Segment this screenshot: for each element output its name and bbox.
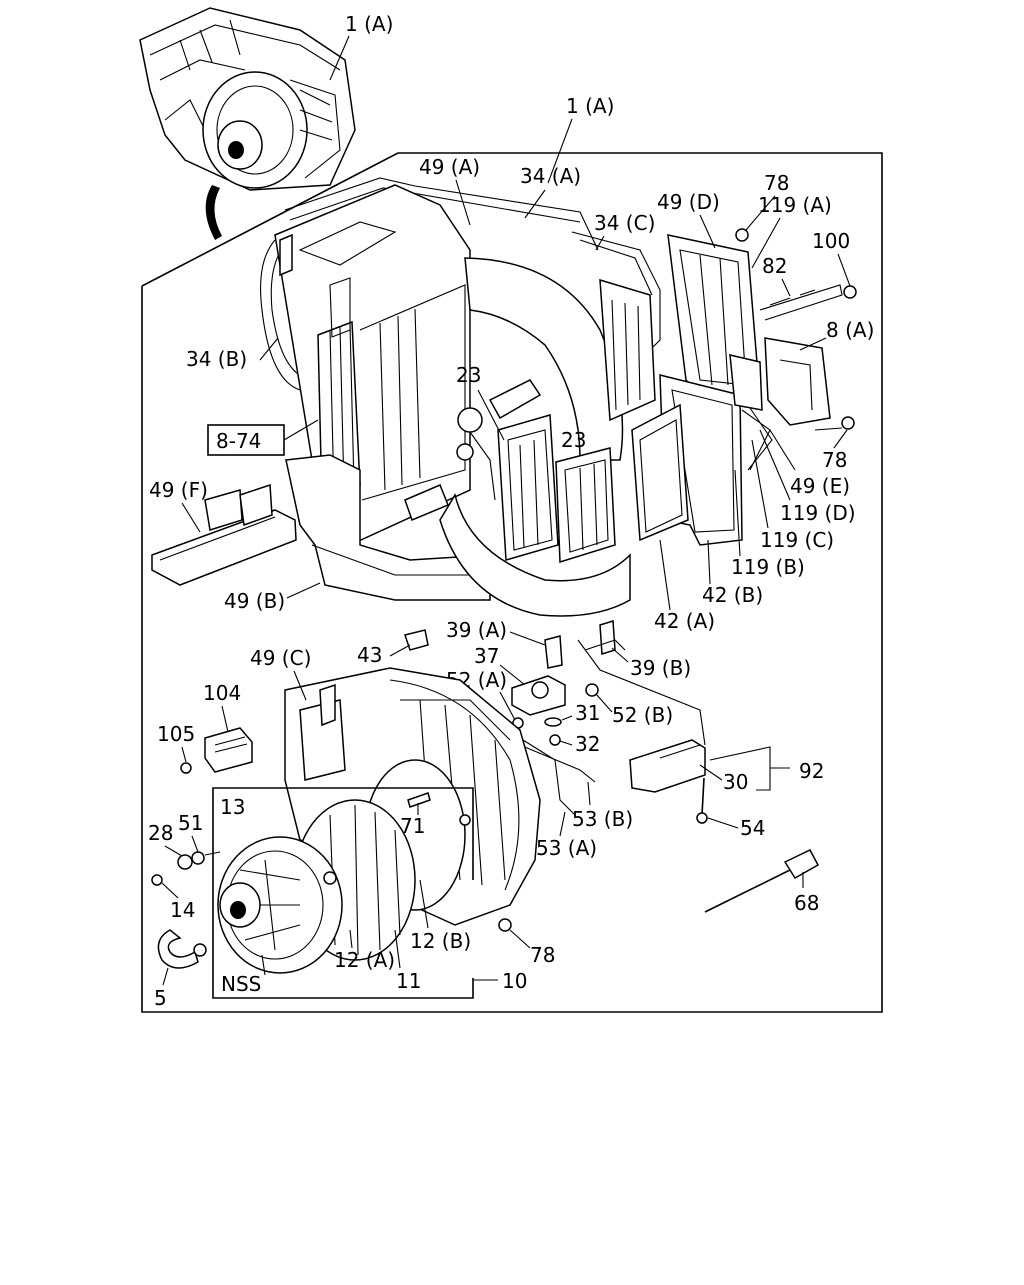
callout-8-74: 8-74: [216, 429, 261, 453]
callout-30: 30: [723, 770, 748, 794]
callout-119d: 119 (D): [780, 501, 856, 525]
callout-49a: 49 (A): [419, 155, 480, 179]
part-43: [404, 629, 429, 651]
callout-1a-top: 1 (A): [345, 12, 393, 36]
filter-case-parts: [571, 231, 843, 546]
callout-105: 105: [157, 722, 195, 746]
clip-5: [157, 929, 199, 969]
clip-icon: [585, 683, 599, 697]
callout-78-top: 78: [764, 171, 789, 195]
callout-12a: 12 (A): [334, 948, 395, 972]
nut-icon: [549, 734, 561, 746]
screw-icon: [843, 285, 857, 299]
callout-39a: 39 (A): [446, 618, 507, 642]
callout-51: 51: [178, 811, 203, 835]
callout-13: 13: [220, 795, 245, 819]
part-49f: [151, 483, 297, 586]
callout-42b: 42 (B): [702, 583, 763, 607]
sensor-68: [704, 869, 791, 913]
callout-5: 5: [154, 986, 167, 1010]
callout-92: 92: [799, 759, 824, 783]
resistor-104: [204, 727, 253, 773]
callout-39b: 39 (B): [630, 656, 691, 680]
callout-49e: 49 (E): [790, 474, 850, 498]
callout-10: 10: [502, 969, 527, 993]
callout-68: 68: [794, 891, 819, 915]
callout-119c: 119 (C): [760, 528, 834, 552]
callout-37: 37: [474, 644, 499, 668]
callout-119b: 119 (B): [731, 555, 805, 579]
callout-42a: 42 (A): [654, 609, 715, 633]
screw-icon: [735, 228, 749, 242]
heater-evaporator-housing: [260, 177, 631, 617]
callout-49b: 49 (B): [224, 589, 285, 613]
screw-14-icon: [151, 874, 163, 886]
assembled-unit-thumbnail: [139, 7, 356, 240]
callout-119a: 119 (A): [758, 193, 832, 217]
callout-54: 54: [740, 816, 765, 840]
callout-14: 14: [170, 898, 195, 922]
callout-31: 31: [575, 701, 600, 725]
callout-71: 71: [400, 814, 425, 838]
callout-23-a: 23: [456, 363, 481, 387]
callout-43: 43: [357, 643, 382, 667]
callout-34a: 34 (A): [520, 164, 581, 188]
part-71: [407, 792, 431, 808]
screw-icon: [841, 416, 855, 430]
callout-53a: 53 (A): [536, 836, 597, 860]
callout-82: 82: [762, 254, 787, 278]
screw-54: [701, 777, 705, 816]
callout-32: 32: [575, 732, 600, 756]
callout-1a: 1 (A): [566, 94, 614, 118]
callout-34b: 34 (B): [186, 347, 247, 371]
callout-52b: 52 (B): [612, 703, 673, 727]
callout-78-bottom: 78: [530, 943, 555, 967]
callout-nss: NSS: [221, 972, 261, 996]
motor-assembly-box: [212, 787, 474, 999]
screw-icon: [498, 918, 512, 932]
callout-49c: 49 (C): [250, 646, 311, 670]
control-module-92: [629, 739, 706, 793]
washer-28-icon: [177, 854, 193, 870]
screw-icon: [180, 762, 192, 774]
filter-elements: [497, 414, 616, 564]
callout-49f: 49 (F): [149, 478, 208, 502]
callout-34c: 34 (C): [594, 211, 655, 235]
callout-100: 100: [812, 229, 850, 253]
callout-78-right: 78: [822, 448, 847, 472]
callout-104: 104: [203, 681, 241, 705]
washer-51-icon: [191, 851, 205, 865]
callout-28: 28: [148, 821, 173, 845]
callout-8a: 8 (A): [826, 318, 874, 342]
part-39a: [544, 635, 563, 669]
callout-12b: 12 (B): [410, 929, 471, 953]
blower-motor: [217, 799, 416, 974]
callout-11: 11: [396, 969, 421, 993]
diagram-frame: [141, 152, 883, 1013]
washer-icon: [544, 717, 562, 727]
callout-49d: 49 (D): [657, 190, 720, 214]
callout-23-b: 23: [561, 428, 586, 452]
callout-53b: 53 (B): [572, 807, 633, 831]
